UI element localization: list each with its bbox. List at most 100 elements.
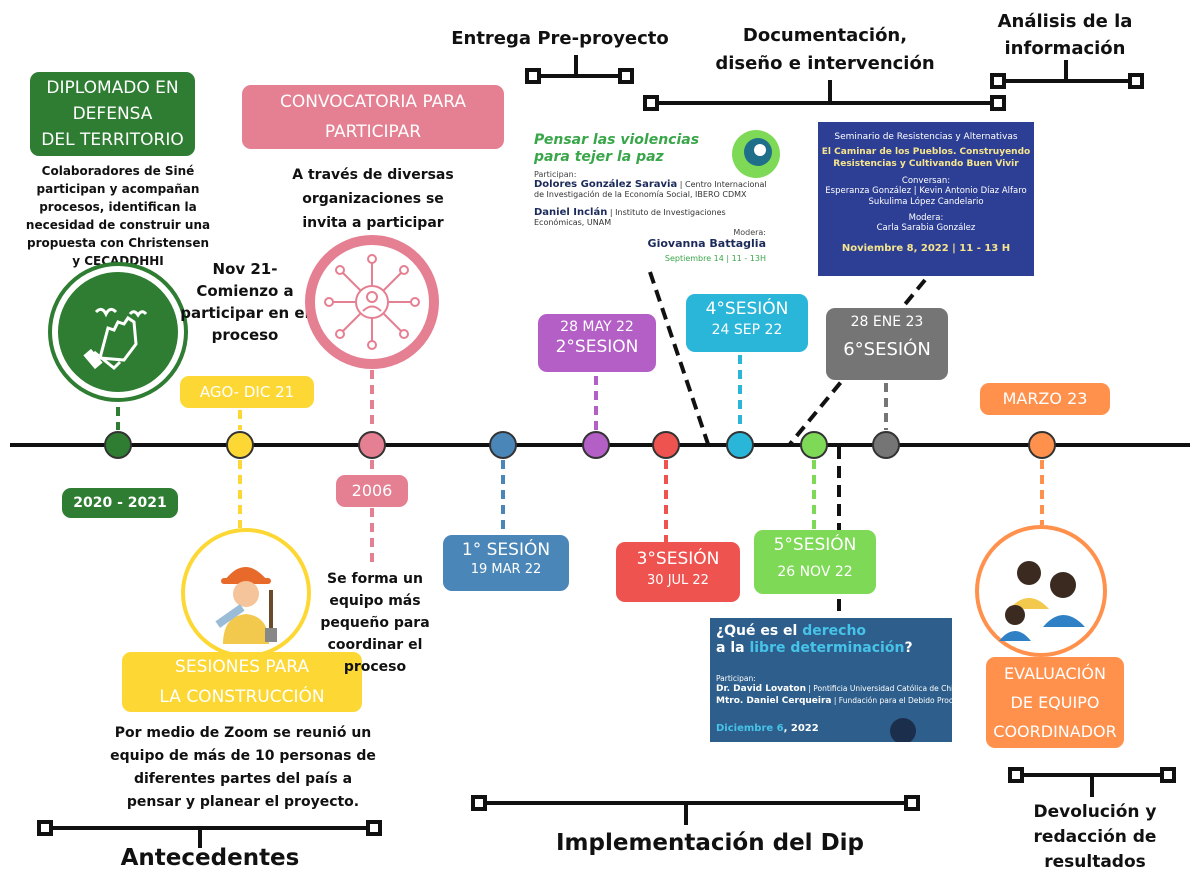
violencias-title-line1: Pensar las violencias: [534, 132, 700, 148]
phase-documentacion-line1: Documentación,: [742, 25, 908, 46]
derecho-title-e: ?: [904, 640, 913, 656]
bracket-implementacion: [471, 795, 920, 825]
phase-devolucion-line3: resultados: [1044, 852, 1146, 872]
convocatoria-title-line2: PARTICIPAR: [324, 122, 422, 142]
phase-devolucion-line1: Devolución y: [1033, 802, 1157, 822]
diplomado-text-3: procesos, identifican la: [39, 200, 197, 214]
sesiones-text-2: equipo de más de 10 personas de: [110, 748, 376, 764]
s4-title: 4°SESIÓN: [705, 299, 789, 319]
violencias-p1-name: Dolores González Saravia: [534, 179, 678, 190]
diplomado-text-1: Colaboradores de Siné: [41, 164, 195, 178]
sesiones-text-1: Por medio de Zoom se reunió un: [114, 725, 372, 741]
seminario-speakers-line2: Sukulima López Candelario: [868, 197, 984, 207]
bracket-antecedentes: [37, 820, 382, 848]
s3-label: 3°SESIÓN 30 JUL 22: [616, 542, 740, 602]
convocatoria-date: 2006: [336, 475, 408, 507]
violencias-moderator: Giovanna Battaglia: [647, 237, 766, 250]
nov21-text-1: Nov 21-: [212, 260, 278, 278]
hands-heart-icon: [48, 262, 188, 402]
dot-diplomado: [104, 431, 132, 459]
phase-analisis-line2: información: [1004, 38, 1126, 59]
convocatoria-text-1: A través de diversas: [292, 167, 454, 183]
s1-date: 19 MAR 22: [470, 561, 542, 577]
s2-label: 28 MAY 22 2°SESION: [538, 314, 656, 372]
dot-s1: [489, 431, 517, 459]
diplomado-title: DIPLOMADO EN DEFENSA DEL TERRITORIO: [30, 72, 195, 156]
marzo-title-line2: DE EQUIPO: [1010, 693, 1100, 712]
agodic-date: AGO- DIC 21: [180, 376, 314, 408]
convocatoria-text2-4: coordinar el: [327, 637, 423, 653]
derecho-title: ¿Qué es el derecho a la libre determinac…: [716, 623, 952, 657]
convocatoria-description: A través de diversas organizaciones se i…: [268, 163, 478, 235]
violencias-p1-aff: | Centro Internacional de Investigación …: [534, 180, 767, 199]
phase-documentacion: Documentación, diseño e intervención: [690, 22, 960, 78]
diplomado-title-line3: DEL TERRITORIO: [41, 130, 184, 150]
nov21-text: Nov 21- Comienzo a participar en el proc…: [170, 258, 320, 346]
nov21-text-3: participar en el: [180, 304, 310, 322]
s2-title: 2°SESION: [555, 337, 639, 358]
derecho-participan: Participan:: [716, 674, 756, 683]
derecho-date-b: , 2022: [783, 723, 819, 734]
pointer-violencias: [648, 271, 710, 445]
seminario-title-line2: Resistencias y Cultivando Buen Vivir: [833, 159, 1019, 169]
sesiones-title: SESIONES PARA LA CONSTRUCCIÓN: [122, 652, 362, 712]
diplomado-text-5: propuesta con Christensen: [26, 236, 210, 250]
diplomado-date: 2020 - 2021: [62, 488, 178, 518]
seminario-card: Seminario de Resistencias y Alternativas…: [818, 122, 1034, 276]
bracket-entrega: [525, 55, 634, 84]
phase-analisis: Análisis de la información: [980, 8, 1150, 62]
nov21-text-4: proceso: [211, 326, 279, 344]
diplomado-title-line2: DEFENSA: [72, 104, 153, 124]
s3-title: 3°SESIÓN: [636, 549, 720, 569]
marzo-title-line3: COORDINADOR: [993, 722, 1117, 741]
derecho-date: Diciembre 6, 2022: [716, 723, 819, 734]
s1-label: 1° SESIÓN 19 MAR 22: [443, 535, 569, 591]
seminario-speakers-line1: Esperanza González | Kevin Antonio Díaz …: [825, 186, 1027, 196]
s6-date: 28 ENE 23: [850, 314, 924, 330]
violencias-title-line2: para tejer la paz: [534, 149, 664, 165]
dot-s6: [872, 431, 900, 459]
derecho-s1: Dr. David Lovaton | Pontificia Universid…: [716, 684, 952, 694]
seminario-modera: Modera:: [908, 213, 944, 223]
phase-analisis-line1: Análisis de la: [997, 11, 1133, 32]
bracket-analisis: [990, 60, 1144, 89]
worker-icon: [181, 528, 311, 658]
s5-date: 26 NOV 22: [777, 563, 853, 580]
violencias-title: Pensar las violencias para tejer la paz: [534, 132, 734, 166]
network-person-icon: [305, 235, 439, 369]
seminario-title-line1: El Caminar de los Pueblos. Construyendo: [821, 147, 1031, 157]
dot-s2: [582, 431, 610, 459]
s5-label: 5°SESIÓN 26 NOV 22: [754, 530, 876, 594]
derecho-title-b: derecho: [802, 623, 867, 639]
convocatoria-title: CONVOCATORIA PARA PARTICIPAR: [242, 85, 504, 149]
phase-antecedentes: Antecedentes: [120, 845, 300, 871]
phase-entrega: Entrega Pre-proyecto: [451, 28, 669, 49]
phase-documentacion-line2: diseño e intervención: [715, 53, 935, 74]
bracket-devolucion: [1008, 767, 1176, 797]
derecho-s2: Mtro. Daniel Cerqueira | Fundación para …: [716, 696, 952, 706]
marzo-title-line1: EVALUACIÓN: [1004, 664, 1106, 683]
derecho-s1-name: Dr. David Lovaton: [716, 684, 806, 694]
derecho-speaker-photo: [890, 718, 916, 742]
sesiones-text-4: pensar y planear el proyecto.: [126, 794, 360, 810]
violencias-logo-icon: [724, 128, 780, 184]
violencias-card: Pensar las violencias para tejer la paz …: [528, 128, 780, 270]
s6-label: 28 ENE 23 6°SESIÓN: [826, 308, 948, 380]
bracket-documentacion: [643, 80, 1006, 111]
violencias-p2-aff: | Instituto de Investigaciones Económica…: [534, 208, 726, 227]
dot-marzo: [1028, 431, 1056, 459]
diplomado-text-2: participan y acompañan: [36, 182, 200, 196]
dot-convocatoria: [358, 431, 386, 459]
violencias-modera: Modera:: [733, 228, 766, 237]
derecho-s2-name: Mtro. Daniel Cerqueira: [716, 696, 832, 706]
seminario-line1: Seminario de Resistencias y Alternativas: [834, 132, 1018, 142]
marzo-title: EVALUACIÓN DE EQUIPO COORDINADOR: [986, 657, 1124, 748]
phase-implementacion: Implementación del Dip: [555, 830, 865, 856]
violencias-p2: Daniel Inclán | Instituto de Investigaci…: [534, 208, 774, 228]
phase-devolucion: Devolución y redacción de resultados: [1010, 800, 1180, 875]
seminario-title: El Caminar de los Pueblos. Construyendo …: [818, 146, 1034, 170]
s6-title: 6°SESIÓN: [843, 339, 931, 361]
s4-date: 24 SEP 22: [711, 321, 783, 338]
dot-s5: [800, 431, 828, 459]
diplomado-title-line1: DIPLOMADO EN: [46, 78, 179, 98]
